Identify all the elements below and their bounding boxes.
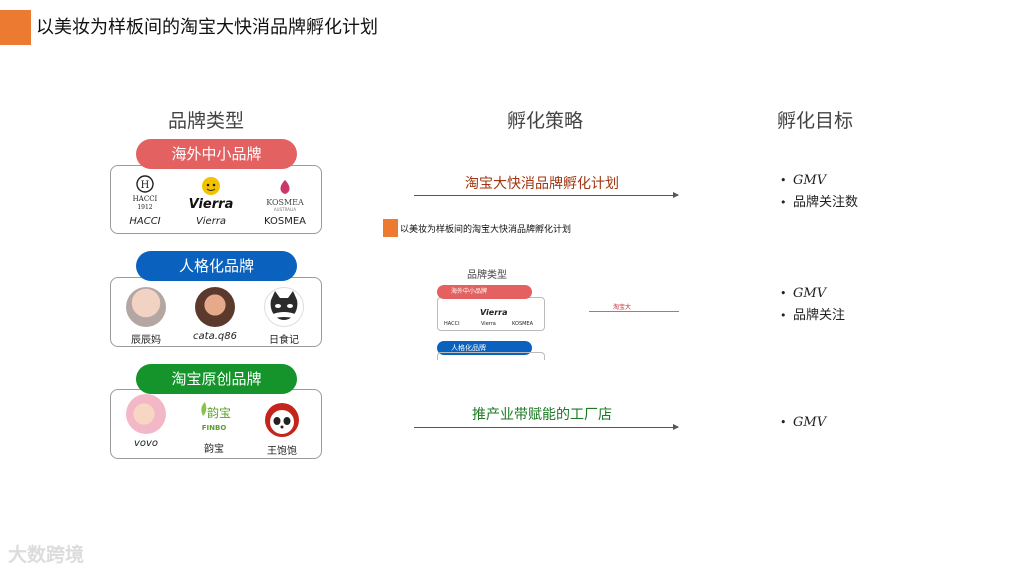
hacci-logo-icon: H HACCI 1912	[125, 174, 165, 212]
goal-list-overseas: GMV 品牌关注数	[780, 170, 858, 214]
brand-caption: 王饱饱	[257, 442, 307, 457]
brand-caption: 辰辰妈	[121, 331, 171, 346]
strategy-fmcg-incubation: 淘宝大快消品牌孵化计划	[465, 173, 619, 193]
cat-logo-icon	[264, 287, 304, 327]
brand-caption: vovo	[123, 438, 169, 449]
goal-item: 品牌关注数	[780, 192, 858, 214]
goal-item: 品牌关注	[780, 305, 845, 327]
finbo-logo-icon: 韵宝 FINBO	[189, 400, 239, 436]
watermark-logo: 大数跨境	[8, 540, 84, 567]
panda-logo-icon	[262, 402, 302, 438]
goal-item: GMV	[780, 283, 845, 305]
strategy-arrow	[414, 195, 678, 196]
pill-personality-brands: 人格化品牌	[136, 251, 297, 281]
strategy-factory-store: 推产业带赋能的工厂店	[472, 404, 612, 424]
brand-caption: Vierra	[183, 216, 239, 227]
hacci-year: 1912	[137, 204, 152, 211]
svg-text:H: H	[141, 180, 150, 191]
brand-caption: HACCI	[125, 216, 165, 227]
kosmea-logo-icon: KOSMEA AUSTRALIA	[257, 178, 313, 212]
vierra-logo-text: Vierra	[189, 197, 234, 212]
thumb-title: 以美妆为样板间的淘宝大快消品牌孵化计划	[400, 222, 571, 235]
brand-caption: KOSMEA	[257, 216, 313, 227]
goal-list-original: GMV	[780, 412, 826, 434]
thumb-brand: KOSMEA	[512, 321, 533, 327]
brand-kosmea: KOSMEA AUSTRALIA KOSMEA	[257, 178, 313, 227]
goal-item: GMV	[780, 412, 826, 434]
brand-vierra: Vierra Vierra	[183, 176, 239, 227]
heading-brand-type: 品牌类型	[168, 106, 244, 133]
brand-yunbao: 韵宝 FINBO 韵宝	[189, 400, 239, 455]
page-title: 以美妆为样板间的淘宝大快消品牌孵化计划	[36, 13, 378, 39]
thumb-brand-card	[437, 352, 545, 360]
thumb-strategy-label: 淘宝大	[613, 302, 631, 311]
brand-card-overseas: H HACCI 1912 HACCI Vierra Vierra KOSMEA …	[110, 165, 322, 234]
thumb-brand-logo: Vierra	[480, 308, 508, 317]
strategy-arrow	[414, 427, 678, 428]
brand-chenchenma: 辰辰妈	[121, 287, 171, 346]
goal-item: GMV	[780, 170, 858, 192]
brand-hacci: H HACCI 1912 HACCI	[125, 174, 165, 227]
finbo-logo-en: FINBO	[202, 424, 227, 432]
brand-wangbaobao: 王饱饱	[257, 402, 307, 457]
thumb-brand-card: HACCI Vierra Vierra KOSMEA	[437, 297, 545, 331]
pill-overseas-brands: 海外中小品牌	[136, 139, 297, 169]
brand-caption: 日食记	[259, 331, 309, 346]
slide-thumbnail: 以美妆为样板间的淘宝大快消品牌孵化计划 品牌类型 HACCI Vierra Vi…	[383, 219, 683, 359]
brand-vovo: vovo	[123, 394, 169, 449]
brand-caption: 韵宝	[189, 440, 239, 455]
thumb-arrow	[589, 311, 679, 312]
thumb-brand: Vierra	[481, 321, 496, 327]
avatar	[195, 287, 235, 327]
brand-rishiji: 日食记	[259, 287, 309, 346]
thumb-heading: 品牌类型	[467, 266, 507, 281]
kosmea-subtext: AUSTRALIA	[274, 207, 296, 212]
title-accent-bar	[0, 10, 31, 45]
thumb-accent-bar	[383, 219, 398, 237]
brand-cataq86: cata.q86	[187, 287, 243, 342]
avatar	[126, 394, 166, 434]
brand-card-personality: 辰辰妈 cata.q86 日食记	[110, 277, 322, 347]
finbo-logo-cn: 韵宝	[207, 405, 231, 420]
vierra-logo-icon: Vierra	[183, 176, 239, 212]
brand-caption: cata.q86	[187, 331, 243, 342]
kosmea-logo-text: KOSMEA	[266, 198, 304, 207]
heading-goal: 孵化目标	[777, 106, 853, 133]
goal-list-personality: GMV 品牌关注	[780, 283, 845, 327]
brand-card-original: vovo 韵宝 FINBO 韵宝 王饱饱	[110, 389, 322, 459]
thumb-brand: HACCI	[444, 321, 460, 327]
heading-strategy: 孵化策略	[507, 106, 583, 133]
hacci-logo-text: HACCI	[133, 195, 158, 203]
thumb-pill-overseas: 海外中小品牌	[437, 285, 532, 299]
pill-original-brands: 淘宝原创品牌	[136, 364, 297, 394]
avatar	[126, 287, 166, 327]
